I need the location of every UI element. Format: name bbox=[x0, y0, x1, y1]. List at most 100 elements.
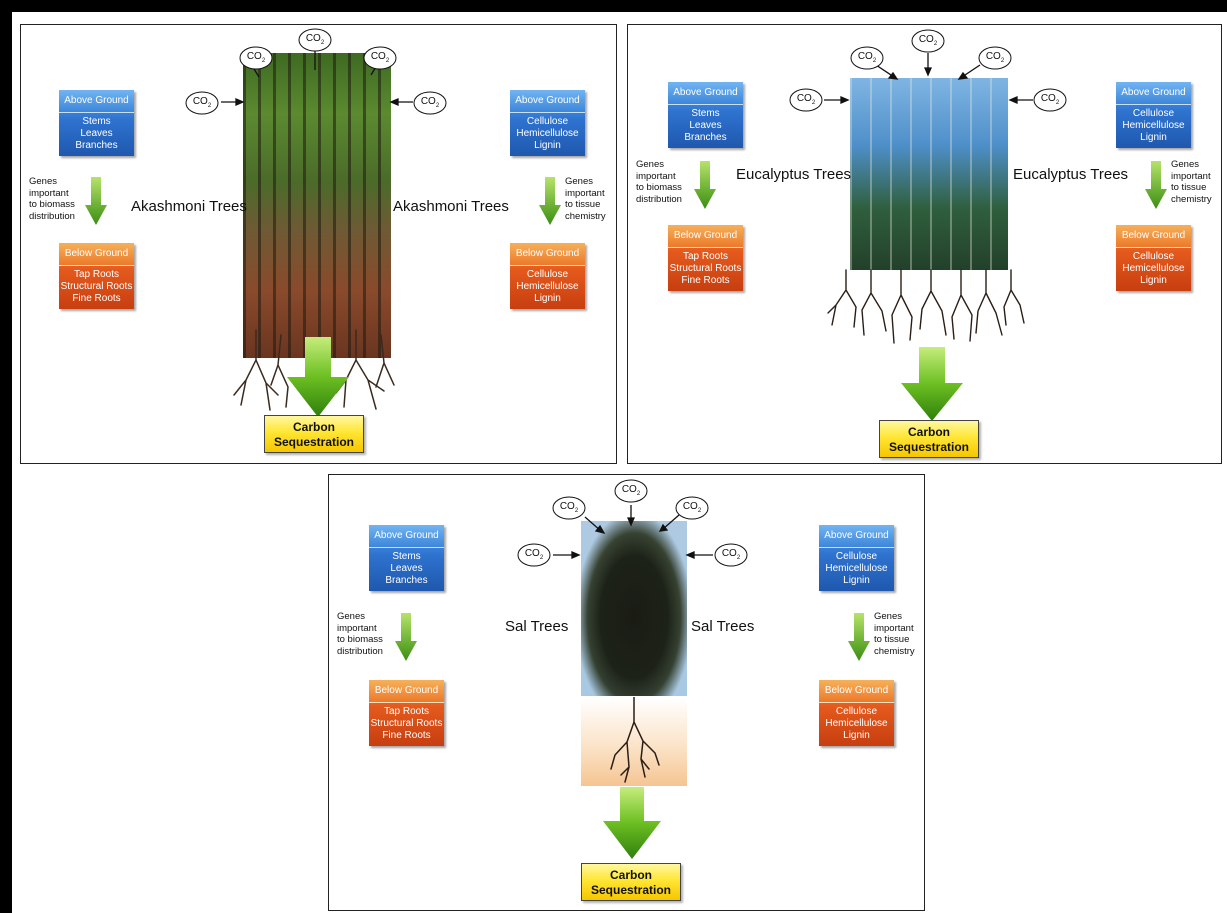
gene-text: Genes bbox=[29, 176, 57, 187]
gene-text: chemistry bbox=[874, 645, 915, 657]
box-item: Leaves bbox=[689, 120, 722, 131]
box-title: Below Ground bbox=[510, 243, 585, 266]
box-item: Lignin bbox=[843, 730, 870, 741]
box-title: Below Ground bbox=[668, 225, 743, 248]
above-ground-box-left: Above Ground Stems Leaves Branches bbox=[369, 525, 444, 591]
roots-illustration bbox=[610, 697, 660, 783]
box-item: Hemicellulose bbox=[825, 563, 888, 574]
tree-label-left: Akashmoni Trees bbox=[131, 198, 247, 215]
co2-text: CO bbox=[721, 548, 737, 559]
sequestration-text: Sequestration bbox=[273, 435, 354, 449]
co2-text: CO bbox=[1040, 93, 1056, 104]
co2-text: CO bbox=[621, 484, 637, 495]
genes-chemistry-label: Genes important to tissue chemistry bbox=[874, 611, 936, 657]
below-ground-box-left: Below Ground Tap Roots Structural Roots … bbox=[59, 243, 134, 309]
down-arrow-icon bbox=[694, 161, 716, 209]
co2-bubble: CO2 bbox=[714, 543, 748, 567]
akashmoni-tree-photo bbox=[243, 53, 391, 358]
carbon-text: Carbon bbox=[908, 425, 950, 439]
genes-biomass-label: Genes important to biomass distribution bbox=[337, 611, 399, 657]
sequestration-text: Sequestration bbox=[590, 883, 671, 897]
above-ground-box-right: Above Ground Cellulose Hemicellulose Lig… bbox=[510, 90, 585, 156]
box-item: Hemicellulose bbox=[1122, 263, 1185, 274]
box-item: Lignin bbox=[534, 293, 561, 304]
box-title: Below Ground bbox=[1116, 225, 1191, 248]
co2-subscript: 2 bbox=[320, 40, 325, 46]
panel-akashmoni: Above Ground Stems Leaves Branches Genes… bbox=[20, 24, 617, 464]
co2-text: CO bbox=[246, 51, 262, 62]
below-ground-box-right: Below Ground Cellulose Hemicellulose Lig… bbox=[1116, 225, 1191, 291]
co2-subscript: 2 bbox=[872, 58, 877, 64]
box-item: Leaves bbox=[80, 128, 113, 139]
box-item: Hemicellulose bbox=[825, 718, 888, 729]
box-item: Lignin bbox=[1140, 132, 1167, 143]
panel-sal: Above Ground Stems Leaves Branches Genes… bbox=[328, 474, 925, 911]
box-item: Cellulose bbox=[835, 551, 878, 562]
co2-text: CO bbox=[985, 51, 1001, 62]
above-ground-box-right: Above Ground Cellulose Hemicellulose Lig… bbox=[1116, 82, 1191, 148]
gene-text: important bbox=[565, 187, 605, 199]
box-title: Above Ground bbox=[668, 82, 743, 105]
gene-text: chemistry bbox=[1171, 193, 1212, 205]
sequestration-arrow-icon bbox=[901, 347, 963, 421]
image-border-top bbox=[0, 0, 1227, 12]
box-item: Cellulose bbox=[526, 116, 569, 127]
box-item: Hemicellulose bbox=[1122, 120, 1185, 131]
co2-bubble: CO2 bbox=[363, 46, 397, 70]
carbon-sequestration-box: Carbon Sequestration bbox=[879, 420, 979, 458]
gene-text: to tissue bbox=[874, 634, 910, 645]
gene-text: Genes bbox=[1171, 159, 1199, 170]
gene-text: Genes bbox=[337, 611, 365, 622]
co2-text: CO bbox=[305, 33, 321, 44]
co2-arrows bbox=[824, 53, 1033, 104]
tree-label-right: Akashmoni Trees bbox=[393, 198, 509, 215]
box-item: Structural Roots bbox=[60, 281, 133, 292]
gene-text: important bbox=[337, 622, 377, 634]
co2-bubble: CO2 bbox=[911, 29, 945, 53]
sequestration-arrow-icon bbox=[287, 337, 349, 417]
box-item: Cellulose bbox=[1132, 251, 1175, 262]
box-item: Hemicellulose bbox=[516, 128, 579, 139]
down-arrow-icon bbox=[848, 613, 870, 661]
gene-text: to tissue bbox=[1171, 182, 1207, 193]
co2-text: CO bbox=[370, 51, 386, 62]
co2-text: CO bbox=[192, 96, 208, 107]
co2-text: CO bbox=[420, 96, 436, 107]
box-item: Fine Roots bbox=[72, 293, 121, 304]
box-title: Below Ground bbox=[819, 680, 894, 703]
co2-bubble: CO2 bbox=[552, 496, 586, 520]
co2-bubble: CO2 bbox=[185, 91, 219, 115]
image-border-left bbox=[0, 0, 12, 913]
gene-text: important bbox=[874, 622, 914, 634]
co2-bubble: CO2 bbox=[675, 496, 709, 520]
co2-bubble: CO2 bbox=[517, 543, 551, 567]
below-ground-box-right: Below Ground Cellulose Hemicellulose Lig… bbox=[510, 243, 585, 309]
co2-subscript: 2 bbox=[574, 508, 579, 514]
box-item: Structural Roots bbox=[669, 263, 742, 274]
co2-subscript: 2 bbox=[933, 41, 938, 47]
gene-text: important bbox=[636, 170, 676, 182]
roots-illustration bbox=[233, 329, 395, 411]
gene-text: distribution bbox=[337, 645, 383, 657]
box-item: Stems bbox=[392, 551, 421, 562]
co2-subscript: 2 bbox=[811, 100, 816, 106]
box-item: Stems bbox=[82, 116, 111, 127]
tree-label-right: Sal Trees bbox=[691, 618, 755, 635]
down-arrow-icon bbox=[1145, 161, 1167, 209]
co2-text: CO bbox=[796, 93, 812, 104]
box-item: Cellulose bbox=[835, 706, 878, 717]
box-item: Lignin bbox=[534, 140, 561, 151]
co2-bubble: CO2 bbox=[614, 479, 648, 503]
co2-subscript: 2 bbox=[435, 103, 440, 109]
co2-text: CO bbox=[682, 501, 698, 512]
down-arrow-icon bbox=[395, 613, 417, 661]
box-item: Hemicellulose bbox=[516, 281, 579, 292]
genes-chemistry-label: Genes important to tissue chemistry bbox=[565, 176, 627, 222]
above-ground-box-left: Above Ground Stems Leaves Branches bbox=[59, 90, 134, 156]
box-item: Fine Roots bbox=[681, 275, 730, 286]
below-ground-box-left: Below Ground Tap Roots Structural Roots … bbox=[668, 225, 743, 291]
gene-text: chemistry bbox=[565, 210, 606, 222]
co2-subscript: 2 bbox=[539, 555, 544, 561]
box-title: Above Ground bbox=[369, 525, 444, 548]
box-item: Cellulose bbox=[1132, 108, 1175, 119]
